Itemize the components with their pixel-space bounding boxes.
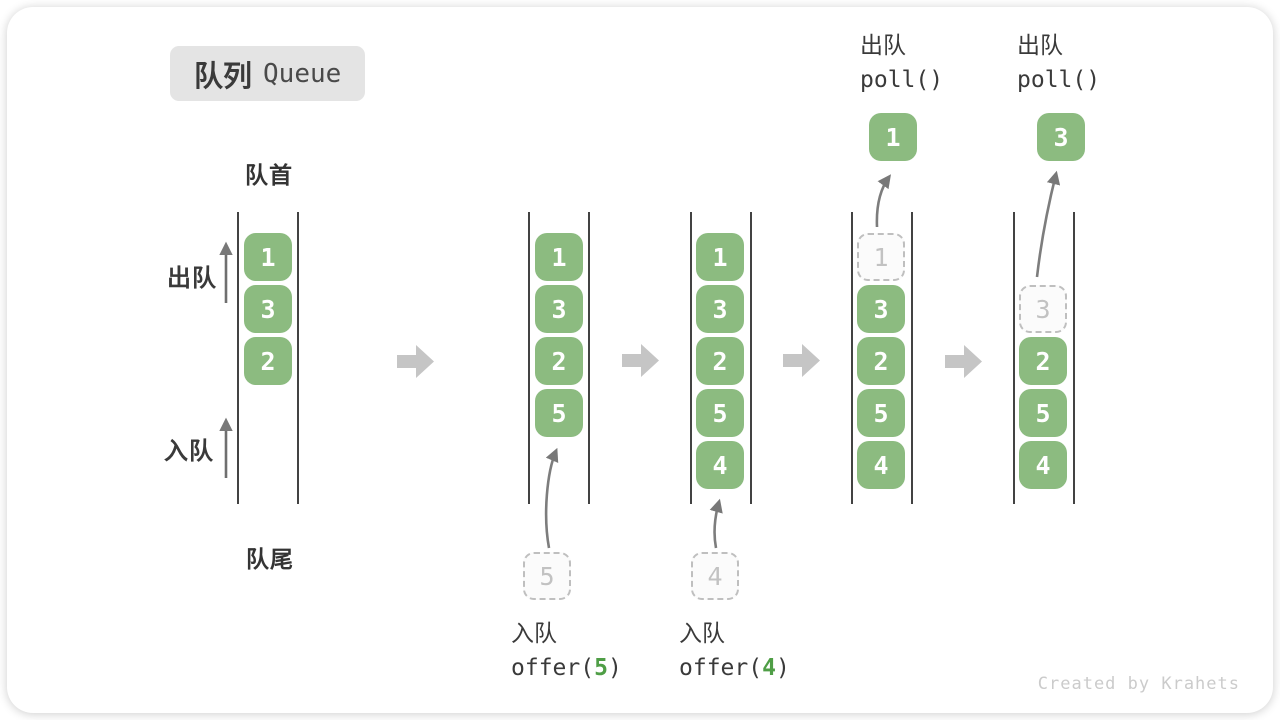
poll-operation-code: poll() [1017,67,1101,93]
code-text: offer( [679,655,763,681]
queue-cell: 4 [1019,441,1067,489]
queue-cell: 5 [857,389,905,437]
queue-front-label: 队首 [245,162,293,188]
offer-operation-label: 入队 offer(5) [511,616,622,686]
incoming-ghost-box: 5 [523,552,571,600]
queue-cell: 2 [696,337,744,385]
queue-cell: 3 [696,285,744,333]
queue-wall [1073,212,1075,504]
queue-wall [851,212,853,504]
queue-cell: 1 [535,233,583,281]
queue-wall [1013,212,1015,504]
offer-operation-zh: 入队 [511,620,557,646]
queue-wall [690,212,692,504]
queue-cell: 5 [1019,389,1067,437]
queue-cell: 2 [857,337,905,385]
transition-arrow-icon [783,344,820,377]
enqueue-side-label: 入队 [164,438,214,465]
queue-cell: 1 [244,233,292,281]
queue-wall [750,212,752,504]
queue-rear-label: 队尾 [246,546,294,572]
watermark: Created by Krahets [1037,674,1240,694]
transition-arrow-icon [397,345,434,378]
polled-block: 1 [869,113,917,161]
poll-operation-label: 出队 poll() [1017,28,1100,98]
queue-cell: 5 [535,389,583,437]
polled-block: 3 [1037,113,1085,161]
queue-cell: 2 [1019,337,1067,385]
offer-arg: 5 [594,655,608,681]
queue-cell: 3 [857,285,905,333]
queue-cell: 3 [244,285,292,333]
poll-operation-zh: 出队 [1017,32,1063,58]
queue-cell-ghost: 1 [857,233,905,281]
queue-cell: 2 [244,337,292,385]
queue-cell: 4 [857,441,905,489]
transition-arrow-icon [945,345,982,378]
queue-wall [911,212,913,504]
offer-operation-code: offer(4) [679,651,790,686]
dequeue-side-label: 出队 [167,265,217,292]
code-text: ) [775,655,790,681]
title-badge: 队列 Queue [170,46,366,101]
transition-arrow-icon [622,344,659,377]
queue-wall [528,212,530,504]
incoming-ghost-box: 4 [691,552,739,600]
poll-operation-label: 出队 poll() [860,28,943,98]
queue-cell: 1 [696,233,744,281]
title-zh: 队列 [194,60,253,93]
offer-operation-code: offer(5) [511,651,622,686]
offer-operation-zh: 入队 [679,620,725,646]
queue-cell: 3 [535,285,583,333]
offer-operation-label: 入队 offer(4) [679,616,790,686]
poll-operation-code: poll() [860,67,944,93]
queue-cell: 2 [535,337,583,385]
queue-cell-ghost: 3 [1019,285,1067,333]
queue-wall [237,212,239,504]
queue-wall [297,212,299,504]
code-text: ) [607,655,622,681]
queue-cell: 5 [696,389,744,437]
poll-operation-zh: 出队 [860,32,906,58]
offer-arg: 4 [762,655,776,681]
queue-cell: 4 [696,441,744,489]
code-text: offer( [511,655,595,681]
queue-wall [588,212,590,504]
title-en: Queue [263,58,342,89]
